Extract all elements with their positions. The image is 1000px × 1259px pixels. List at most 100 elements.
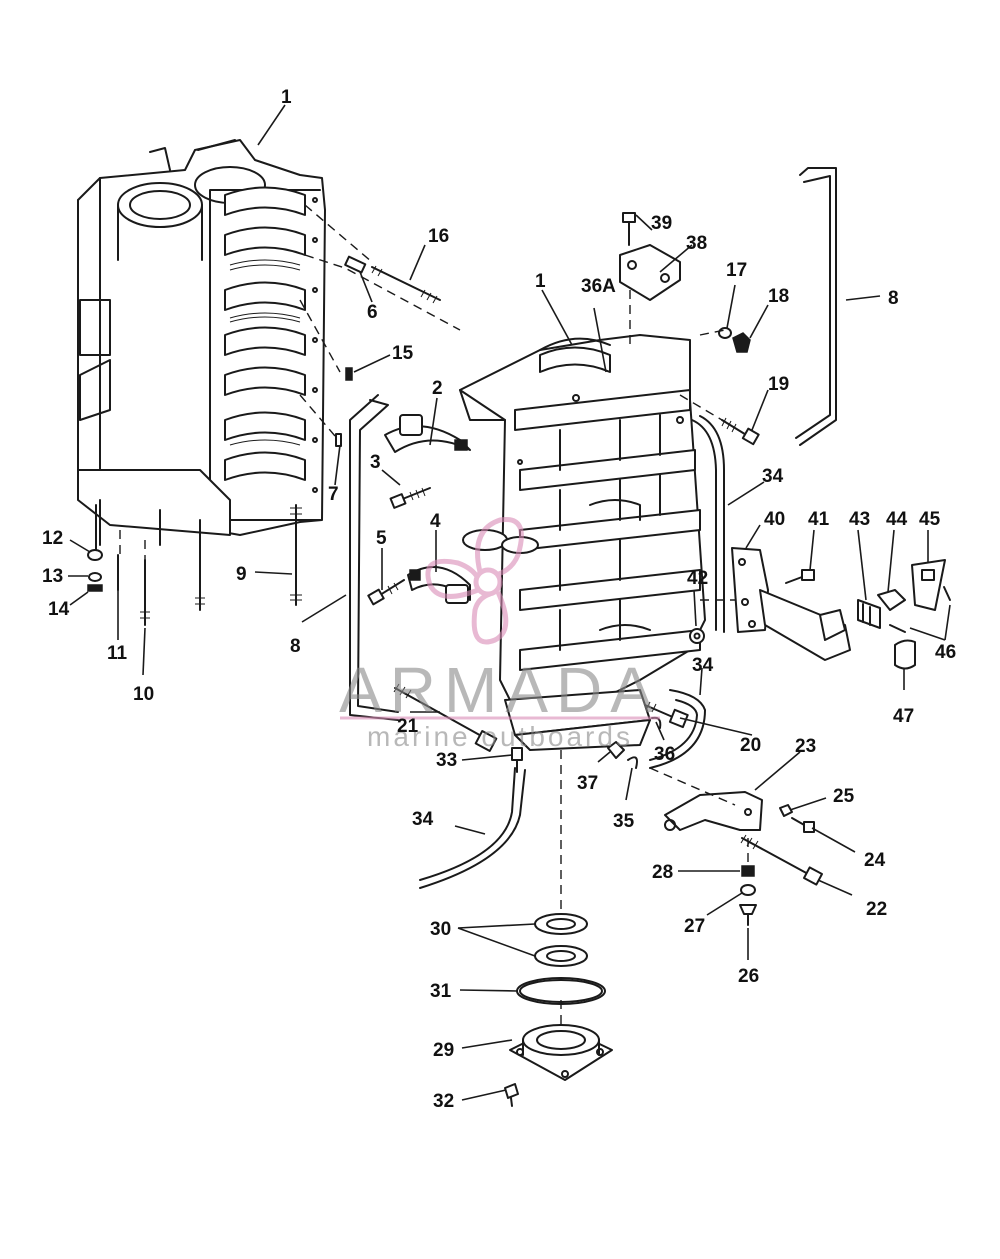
- callout-32: 32: [433, 1091, 454, 1112]
- fitting-37: [607, 741, 625, 759]
- clip-35: [627, 756, 638, 769]
- housing-29: [509, 1024, 613, 1081]
- nut-18: [732, 332, 751, 353]
- hose-34-bottom: [419, 767, 526, 889]
- bolt-41: [785, 569, 815, 584]
- bolt-39: [622, 212, 636, 246]
- callout-21: 21: [397, 716, 419, 737]
- callout-29: 29: [433, 1040, 454, 1061]
- hose-34-lower-right: [649, 689, 706, 769]
- pin-46: [889, 586, 951, 633]
- callout-16: 16: [428, 226, 449, 247]
- callout-6: 6: [367, 302, 378, 323]
- callout-11: 11: [107, 643, 128, 664]
- bolt-20: [644, 701, 689, 729]
- lever-44: [877, 589, 906, 611]
- callout-36: 36: [654, 744, 675, 765]
- callout-18: 18: [768, 286, 789, 307]
- callout-47: 47: [893, 706, 914, 727]
- washer-42: [689, 628, 705, 644]
- callout-38: 38: [686, 233, 707, 254]
- screw-26: [739, 904, 757, 926]
- bearing-cap-upper: [384, 414, 471, 453]
- bracket-40: [731, 547, 851, 661]
- callout-19: 19: [768, 374, 789, 395]
- bolt-24: [791, 817, 815, 833]
- callout-5: 5: [376, 528, 387, 549]
- cap-47: [894, 639, 916, 670]
- callout-8a: 8: [290, 636, 301, 657]
- hose-upper-right: [795, 167, 837, 446]
- cover-plate-38: [619, 244, 681, 301]
- cylinder-block-left: [77, 139, 326, 601]
- callout-31: 31: [430, 981, 452, 1002]
- callout-1a: 1: [281, 87, 292, 108]
- callout-22: 22: [866, 899, 887, 920]
- callout-13: 13: [42, 566, 63, 587]
- bolt-3: [389, 487, 431, 509]
- callout-26: 26: [738, 966, 759, 987]
- callout-44: 44: [886, 509, 908, 530]
- callout-39: 39: [651, 213, 672, 234]
- bolt-19: [721, 417, 760, 446]
- callout-23: 23: [795, 736, 816, 757]
- bracket-23: [664, 791, 763, 831]
- callout-27: 27: [684, 916, 705, 937]
- bolt-5: [367, 579, 405, 606]
- bracket-43: [857, 599, 881, 629]
- callout-labels: 1 1 2 3 4 5 6 7 8 8 9 10 11 12 13 14 15 …: [42, 87, 956, 1112]
- dowel-pins: [335, 255, 367, 447]
- bolt-22: [740, 834, 823, 886]
- callout-46: 46: [935, 642, 956, 663]
- alignment-lines: [119, 204, 749, 1025]
- callout-41: 41: [808, 509, 830, 530]
- callout-45: 45: [919, 509, 941, 530]
- callout-15: 15: [392, 343, 414, 364]
- callout-14: 14: [48, 599, 70, 620]
- long-stud: [371, 265, 441, 304]
- armada-logo-watermark: ARMADA marine outboards: [339, 516, 661, 752]
- callout-40: 40: [764, 509, 785, 530]
- seal-30: [534, 913, 588, 967]
- fitting-33: [511, 747, 523, 773]
- callout-34c: 34: [412, 809, 434, 830]
- callout-42: 42: [687, 568, 708, 589]
- hose-34-right: [691, 415, 725, 633]
- callout-3: 3: [370, 452, 381, 473]
- callout-34b: 34: [692, 655, 714, 676]
- callout-34a: 34: [762, 466, 784, 487]
- nut-28: [741, 865, 755, 877]
- callout-7: 7: [328, 484, 339, 505]
- callout-9: 9: [236, 564, 247, 585]
- studs-left: [95, 504, 302, 626]
- callout-10: 10: [133, 684, 154, 705]
- callout-17: 17: [726, 260, 747, 281]
- callout-43: 43: [849, 509, 870, 530]
- callout-28: 28: [652, 862, 673, 883]
- washer-27: [740, 884, 756, 896]
- callout-4: 4: [430, 511, 441, 532]
- callout-37: 37: [577, 773, 598, 794]
- callout-20: 20: [740, 735, 761, 756]
- propeller-icon: [425, 516, 524, 645]
- callout-30: 30: [430, 919, 451, 940]
- nut-washer-set: [87, 549, 103, 592]
- callout-24: 24: [864, 850, 886, 871]
- screw-32: [504, 1083, 519, 1107]
- watermark-tagline: marine outboards: [367, 721, 633, 752]
- nut-25: [779, 804, 793, 817]
- bolt-21: [393, 683, 498, 752]
- callout-25: 25: [833, 786, 855, 807]
- callout-35: 35: [613, 811, 635, 832]
- washer-17: [718, 327, 732, 339]
- callout-12: 12: [42, 528, 63, 549]
- callout-36a: 36A: [581, 276, 616, 297]
- callout-8b: 8: [888, 288, 899, 309]
- callout-1b: 1: [535, 271, 546, 292]
- plate-45: [911, 559, 946, 611]
- watermark-brand: ARMADA: [339, 654, 661, 726]
- crankcase-right: [459, 334, 706, 751]
- callout-2: 2: [432, 378, 443, 399]
- callout-33: 33: [436, 750, 457, 771]
